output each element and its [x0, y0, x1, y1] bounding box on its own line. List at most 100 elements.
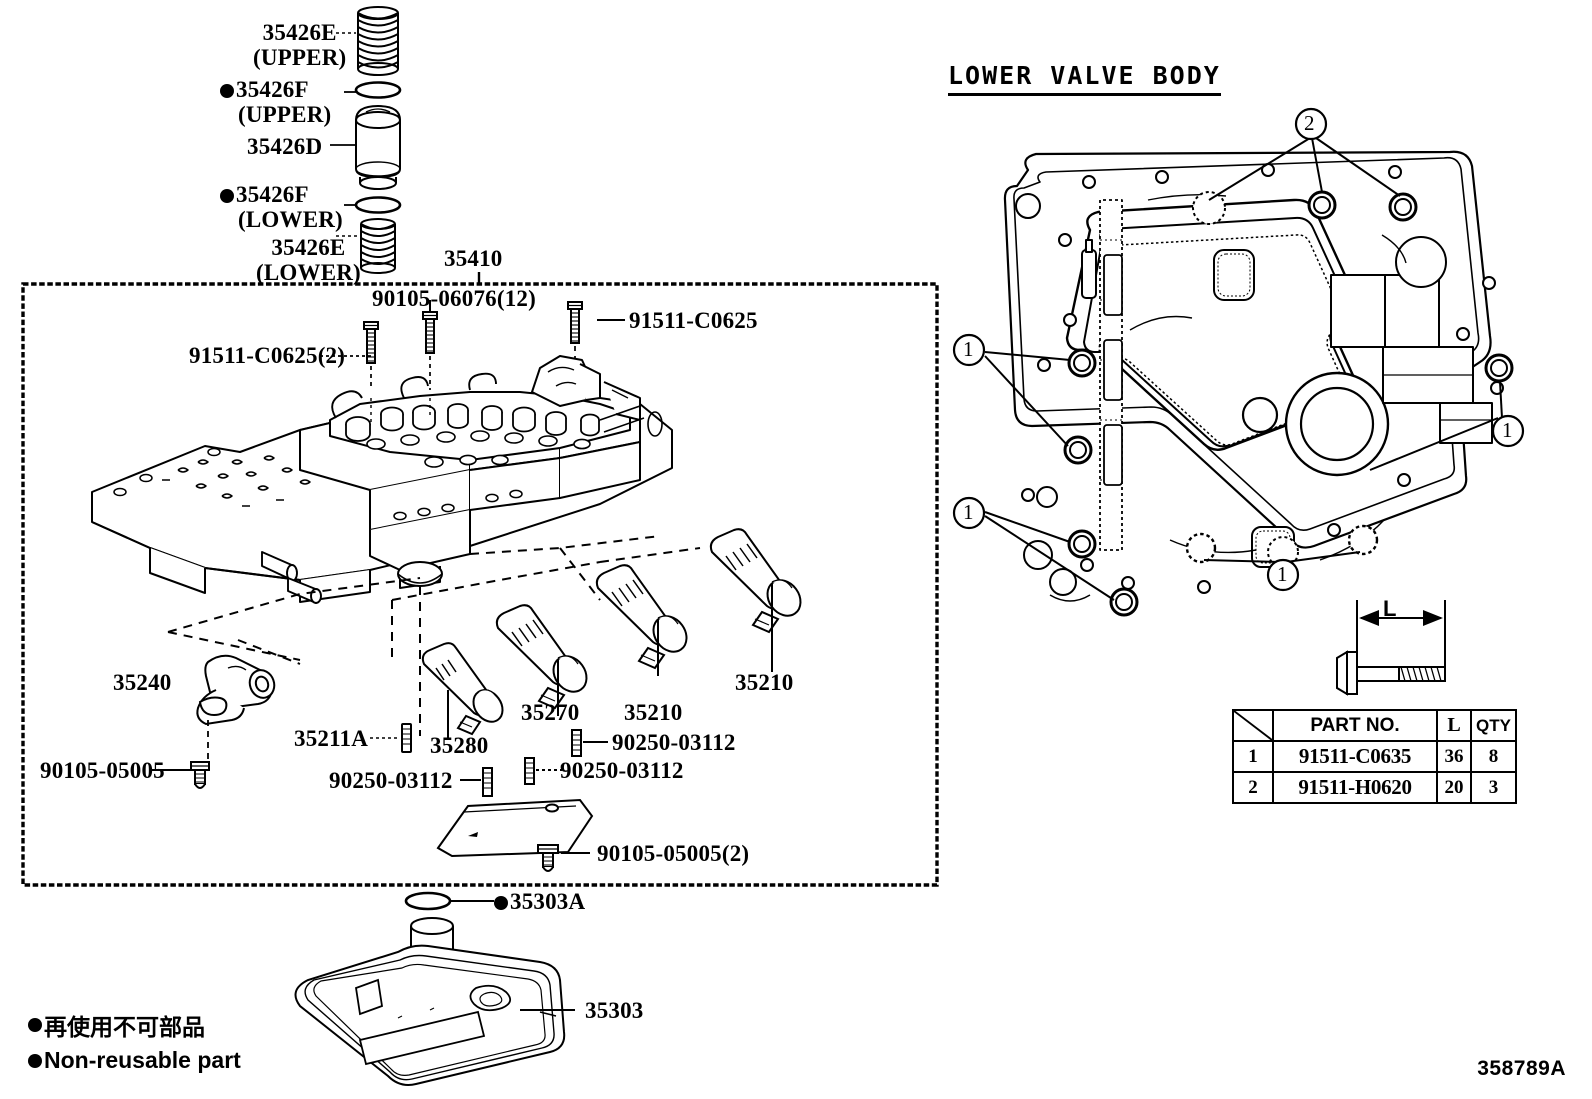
- hole-1-a: [1067, 348, 1097, 378]
- legend-line-japanese: 再使用不可部品: [28, 1008, 241, 1042]
- label-35426E-lower-code: 35426E: [271, 235, 346, 260]
- accumulator-stack-art: [330, 6, 402, 274]
- valve-body-bolts-art: [320, 300, 625, 404]
- hole-2-b: [1307, 190, 1337, 220]
- label-35426F-upper: 35426F (UPPER): [220, 77, 332, 128]
- legend-japanese-text: 再使用不可部品: [44, 1015, 205, 1041]
- callout-1-left-lower-text: 1: [963, 500, 974, 524]
- nonreusable-dot-icon: [28, 1018, 42, 1032]
- valve-body-casting-art: [91, 355, 673, 604]
- accumulator-piston-art: [355, 104, 401, 190]
- label-90250-03112-3: 90250-03112: [329, 768, 453, 793]
- label-35303: 35303: [585, 998, 644, 1023]
- table-cell-index: 2: [1232, 771, 1274, 804]
- table-cell-length: 36: [1436, 740, 1472, 773]
- label-90105-05005: 90105-05005: [40, 758, 165, 783]
- lever-bolt-art: [150, 720, 210, 789]
- label-bolt-length-L: L: [1383, 596, 1397, 621]
- table-cell-qty: 8: [1470, 740, 1517, 773]
- callout-bubbles: [952, 107, 1525, 592]
- hole-2-a: [1192, 191, 1226, 225]
- callout-bolt-holes: [1063, 190, 1514, 617]
- diagonal-divider-icon: [1234, 711, 1272, 740]
- diagram-id: 358789A: [1477, 1057, 1566, 1080]
- label-35426F-upper-code: 35426F: [236, 77, 309, 102]
- oring-upper-art: [354, 81, 402, 99]
- plate-bolt-art: [537, 844, 590, 872]
- section-title: LOWER VALVE BODY: [948, 62, 1221, 96]
- label-90105-05005-2: 90105-05005(2): [597, 841, 750, 866]
- parts-reference-table: PART NO. L QTY 1 91511-C0635 36 8 2 9151…: [1232, 709, 1517, 804]
- callout-leaders: [984, 137, 1503, 601]
- oring-lower-art: [354, 196, 402, 214]
- label-35210-b: 35210: [735, 670, 794, 695]
- callout-1-bottom-text: 1: [1277, 562, 1288, 586]
- callout-1-left-upper-text: 1: [963, 337, 974, 361]
- label-35240: 35240: [113, 670, 172, 695]
- hole-1-b: [1063, 435, 1093, 465]
- label-35426E-upper-code: 35426E: [262, 20, 337, 45]
- clamp-pin-1-art: [571, 729, 582, 757]
- nonreusable-dot-icon: [28, 1053, 42, 1068]
- projection-lines: [167, 535, 701, 736]
- label-35303A-code: 35303A: [510, 889, 586, 914]
- hole-1-e: [1484, 353, 1514, 383]
- main-assembly-box: [21, 272, 939, 887]
- label-90250-03112-2: 90250-03112: [560, 758, 684, 783]
- hole-1-g: [1267, 536, 1299, 568]
- solenoid-35280-art: [421, 642, 504, 736]
- label-91511-C0625: 91511-C0625: [629, 308, 758, 333]
- label-35426F-lower-qualifier: (LOWER): [238, 206, 343, 232]
- label-35426E-upper-qualifier: (UPPER): [253, 44, 347, 70]
- label-35280: 35280: [430, 733, 489, 758]
- solenoid-35210-a-art: [595, 564, 688, 670]
- table-row: 2 91511-H0620 20 3: [1232, 771, 1517, 804]
- pin-35211a-art: [401, 723, 412, 753]
- spring-upper-art: [357, 6, 399, 76]
- solenoid-35210-b-art: [709, 528, 802, 634]
- table-cell-length: 20: [1436, 771, 1472, 804]
- legend-english-text: Non-reusable part: [44, 1047, 241, 1073]
- callout-1-right-text: 1: [1502, 418, 1513, 442]
- hole-1-h: [1347, 524, 1379, 556]
- nonreusable-dot-icon: [220, 189, 234, 203]
- solenoid-35270-art: [495, 604, 588, 710]
- table-cell-partno: 91511-C0635: [1272, 740, 1438, 773]
- table-header-row: PART NO. L QTY: [1232, 709, 1517, 742]
- hole-1-f: [1185, 532, 1217, 564]
- table-cell-index: 1: [1232, 740, 1274, 773]
- label-35410: 35410: [444, 246, 503, 271]
- label-35426E-upper: 35426E (UPPER): [253, 20, 347, 71]
- label-35303A: 35303A: [494, 889, 585, 915]
- table-cell-qty: 3: [1470, 771, 1517, 804]
- spring-lower-art: [360, 218, 396, 274]
- bolt-dimension-art: [1336, 600, 1446, 696]
- label-35211A: 35211A: [294, 726, 369, 751]
- nonreusable-dot-icon: [220, 84, 234, 98]
- table-head-qty: QTY: [1470, 709, 1517, 742]
- manual-valve-lever-art: [196, 654, 276, 726]
- label-35426E-lower: 35426E (LOWER): [256, 235, 361, 286]
- table-head-length: L: [1436, 709, 1472, 742]
- clamp-pin-2-art: [524, 757, 535, 785]
- label-90250-03112-1: 90250-03112: [612, 730, 736, 755]
- label-90105-06076: 90105-06076(12): [372, 286, 536, 311]
- filter-assembly-art: [294, 891, 566, 1086]
- bracket-plate-art: [436, 798, 594, 858]
- lower-valve-body-plan-art: [1003, 150, 1504, 602]
- hole-2-c: [1388, 192, 1418, 222]
- table-cell-partno: 91511-H0620: [1272, 771, 1438, 804]
- label-35426F-lower-code: 35426F: [236, 182, 309, 207]
- clamp-pins-art: [482, 729, 582, 797]
- label-35426F-upper-qualifier: (UPPER): [238, 101, 332, 127]
- legend: 再使用不可部品 Non-reusable part: [28, 1008, 241, 1079]
- label-35426F-lower: 35426F (LOWER): [220, 182, 343, 233]
- table-row: 1 91511-C0635 36 8: [1232, 740, 1517, 773]
- hole-1-c: [1067, 529, 1097, 559]
- legend-line-english: Non-reusable part: [28, 1047, 241, 1074]
- label-35270: 35270: [521, 700, 580, 725]
- label-35426E-lower-qualifier: (LOWER): [256, 259, 361, 285]
- callout-2-top-text: 2: [1304, 111, 1315, 135]
